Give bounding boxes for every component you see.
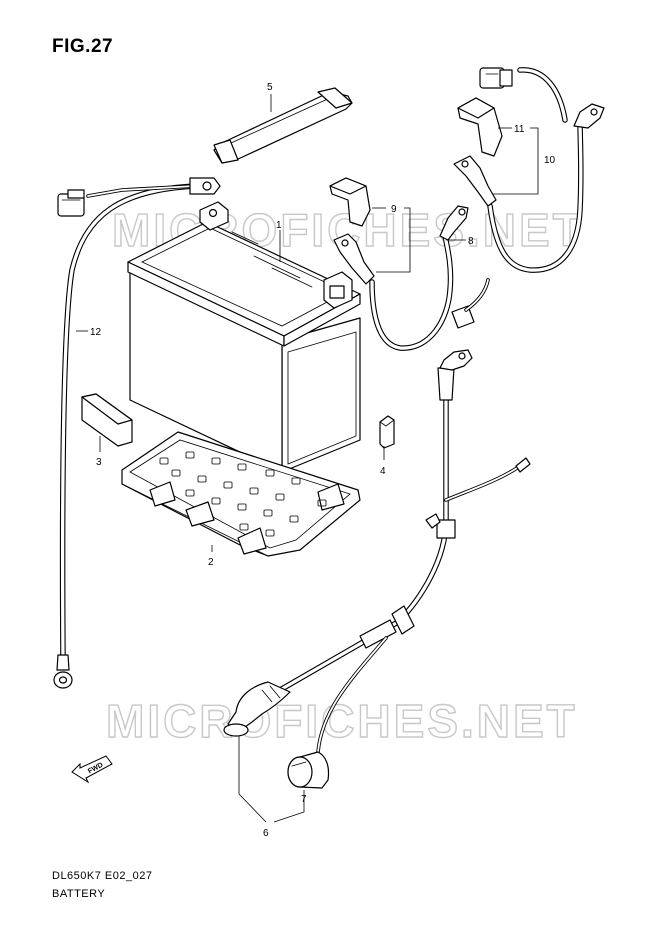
leader-lines — [76, 94, 539, 823]
part-11-terminal-cover — [457, 97, 503, 157]
fwd-direction-arrow: FWD — [71, 755, 113, 784]
part-9-terminal-cover — [329, 177, 371, 227]
callout-10: 10 — [544, 155, 556, 166]
callout-12: 12 — [90, 327, 102, 338]
part-1-battery — [127, 201, 361, 473]
callout-6: 6 — [263, 828, 269, 839]
part-8-positive-lead — [333, 205, 490, 351]
watermark-bottom: MICROFICHES.NET — [106, 695, 578, 747]
tray-grid — [159, 451, 327, 537]
callout-8: 8 — [468, 236, 474, 247]
callout-5: 5 — [267, 82, 273, 93]
part-3-pad — [81, 393, 133, 447]
figure-title: FIG.27 — [52, 36, 114, 57]
callout-9: 9 — [391, 204, 397, 215]
part-5-battery-band — [213, 87, 353, 164]
part-4-pad — [379, 415, 395, 449]
figure-name: BATTERY — [52, 888, 106, 900]
callout-3: 3 — [96, 457, 102, 468]
callout-11: 11 — [514, 124, 525, 135]
part-10-lead — [453, 67, 605, 273]
callout-2: 2 — [208, 557, 214, 568]
figure-code: DL650K7 E02_027 — [52, 870, 153, 882]
part-7-terminal-cap — [287, 751, 330, 789]
callout-4: 4 — [380, 466, 386, 477]
callout-1: 1 — [276, 220, 282, 231]
part-12-ground-lead — [53, 177, 221, 689]
part-2-tray — [121, 431, 361, 557]
callout-7: 7 — [301, 794, 307, 805]
part-6-starter-cable — [223, 349, 531, 754]
